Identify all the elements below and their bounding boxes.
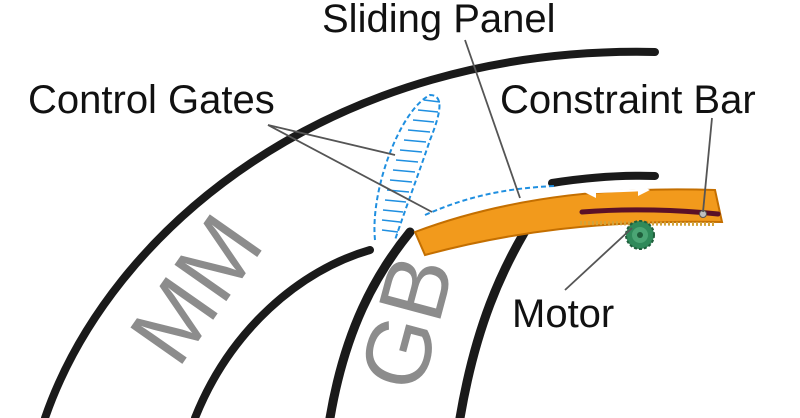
callout-line-constraint-bar bbox=[702, 117, 713, 213]
callout-line-control-gate-upper bbox=[267, 124, 396, 156]
callout-line-sliding-panel bbox=[464, 39, 521, 199]
spur-gear-icon bbox=[625, 220, 655, 250]
label-motor: Motor bbox=[512, 292, 614, 336]
control-gate-upper bbox=[373, 93, 441, 241]
label-control-gates: Control Gates bbox=[28, 78, 275, 122]
gb-left-wall bbox=[325, 227, 415, 418]
gb-right-wall bbox=[455, 210, 540, 418]
control-gate-hatching bbox=[381, 99, 441, 233]
region-label-gb: GB bbox=[341, 245, 474, 400]
label-sliding-panel: Sliding Panel bbox=[322, 0, 556, 41]
upper-rail bbox=[548, 171, 659, 187]
inner-wall-curve bbox=[191, 246, 374, 418]
region-label-mm: MM bbox=[111, 197, 282, 381]
label-constraint-bar: Constraint Bar bbox=[500, 78, 756, 122]
sliding-panel bbox=[413, 188, 724, 257]
callout-line-motor bbox=[564, 227, 633, 291]
callout-line-control-gate-lower bbox=[267, 124, 433, 213]
double-headed-arrow-icon bbox=[584, 184, 650, 198]
control-gate-lower bbox=[424, 185, 556, 216]
outer-wall-curve bbox=[41, 47, 659, 418]
control-gates bbox=[373, 93, 556, 241]
rack-teeth bbox=[579, 221, 716, 226]
